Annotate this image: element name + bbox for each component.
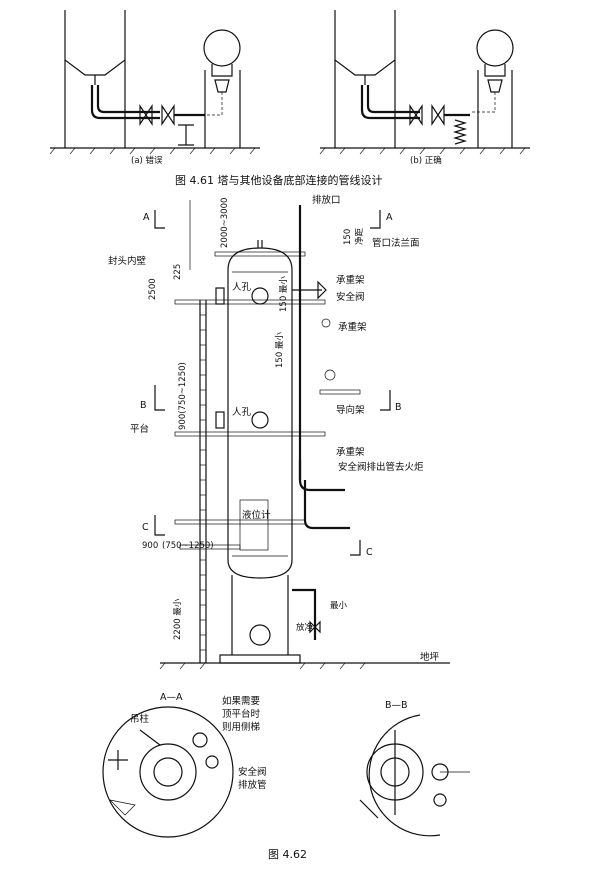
section-a-right: A — [386, 212, 393, 223]
vent-pipe-label: 排放管 — [238, 779, 267, 791]
dim-top-label: 2000~3000 — [220, 198, 230, 248]
section-bb-title: B—B — [385, 700, 408, 711]
dim-150-min-lower: 150 最小 — [274, 332, 285, 368]
dim-150-top-note: 净距 — [354, 227, 365, 245]
section-a-left: A — [143, 212, 150, 223]
section-aa-plan: A—A 吊柱 如果需要 顶平台时 则用侧梯 安全阀 排放管 — [102, 692, 267, 838]
fig61b-label: (b) 正确 — [410, 155, 442, 166]
guide-support-label: 导向架 — [336, 404, 365, 416]
dim-150-min-upper: 150 最小 — [278, 276, 289, 312]
drain-label: 放净 — [296, 622, 314, 633]
dim-2200-label: 2200 最小 — [172, 598, 183, 640]
fig61-caption: 图 4.61 塔与其他设备底部连接的管线设计 — [175, 173, 382, 187]
section-b-left: B — [140, 400, 147, 411]
ladder-note-1: 如果需要 — [222, 695, 260, 707]
manhole-label-upper: 人孔 — [232, 282, 252, 293]
section-c-left: C — [142, 522, 149, 533]
ladder-note-3: 则用侧梯 — [222, 721, 261, 733]
dimension-annotations: 2000~3000 封头内壁 2500 225 150 净距 管口法兰面 150… — [108, 198, 420, 640]
level-gauge-label: 液位计 — [242, 509, 271, 521]
section-aa-title: A—A — [160, 692, 183, 703]
section-bb-plan: B—B — [359, 700, 470, 837]
dim-225-label: 225 — [173, 264, 183, 280]
fig61a-label: (a) 错误 — [131, 155, 163, 166]
dim-900-low-label: 900 — [142, 541, 158, 551]
platform-label: 平台 — [130, 423, 149, 435]
safety-valve-label: 安全阀 — [336, 291, 365, 303]
dim-range-low-label: (750~1250) — [162, 541, 214, 551]
tower-elevation: 地坪 排放口 — [159, 194, 450, 670]
section-b-right: B — [395, 402, 402, 413]
vent-label: 排放口 — [312, 194, 341, 206]
fig61b-correct-diagram: (b) 正确 — [319, 10, 530, 166]
fig61a-wrong-diagram: (a) 错误 — [49, 10, 260, 166]
dim-2500-label: 2500 — [148, 278, 158, 300]
load-support-label-3: 承重架 — [336, 446, 365, 458]
flange-face-label: 管口法兰面 — [372, 237, 420, 249]
load-support-label-1: 承重架 — [336, 274, 365, 286]
dim-150-top-label: 150 — [343, 229, 353, 245]
section-c-right: C — [366, 547, 373, 558]
head-inner-label: 封头内壁 — [108, 255, 147, 267]
manhole-label-lower: 人孔 — [232, 407, 252, 418]
dim-900-range-label: 900(750~1250) — [178, 362, 188, 430]
davit-label: 吊柱 — [130, 713, 150, 725]
safety-valve-aa-label: 安全阀 — [238, 766, 267, 778]
ladder-note-2: 顶平台时 — [222, 708, 261, 720]
load-support-label-2: 承重架 — [338, 321, 367, 333]
section-markers: A A B B C C — [140, 210, 402, 558]
safety-to-flare-label: 安全阀排出管去火炬 — [338, 461, 424, 473]
ground-label: 地坪 — [420, 651, 440, 663]
fig62-caption: 图 4.62 — [268, 848, 307, 861]
min-label-drain: 最小 — [330, 600, 348, 611]
